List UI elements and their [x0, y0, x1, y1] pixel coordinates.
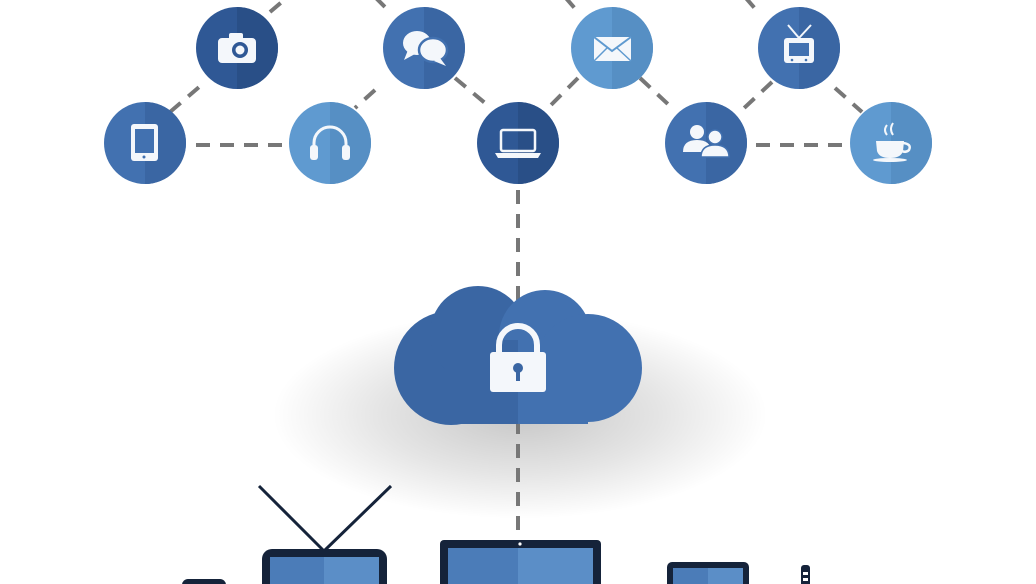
node-coffee[interactable] — [850, 102, 932, 184]
node-laptop[interactable] — [477, 102, 559, 184]
camera-icon — [218, 33, 256, 63]
device-monitor — [440, 540, 601, 584]
connection-lines — [168, 0, 864, 540]
device-router — [801, 565, 810, 584]
node-users[interactable] — [665, 102, 747, 184]
node-tablet[interactable] — [104, 102, 186, 184]
node-tv[interactable] — [758, 7, 840, 89]
node-headphones[interactable] — [289, 102, 371, 184]
device-phone — [182, 579, 226, 584]
coffee-cup-icon — [873, 122, 911, 162]
device-television — [257, 484, 393, 584]
cloud[interactable] — [394, 286, 642, 425]
headphones-icon — [310, 125, 350, 160]
device-tablet — [667, 562, 749, 584]
users-icon — [683, 125, 730, 158]
tablet-icon — [131, 124, 158, 161]
tv-icon — [784, 24, 814, 63]
lock-icon — [490, 323, 546, 392]
node-chat[interactable] — [383, 7, 465, 89]
node-camera[interactable] — [196, 7, 278, 89]
envelope-icon — [593, 36, 632, 62]
node-mail[interactable] — [571, 7, 653, 89]
chat-bubbles-icon — [403, 31, 449, 66]
laptop-icon — [495, 128, 541, 158]
